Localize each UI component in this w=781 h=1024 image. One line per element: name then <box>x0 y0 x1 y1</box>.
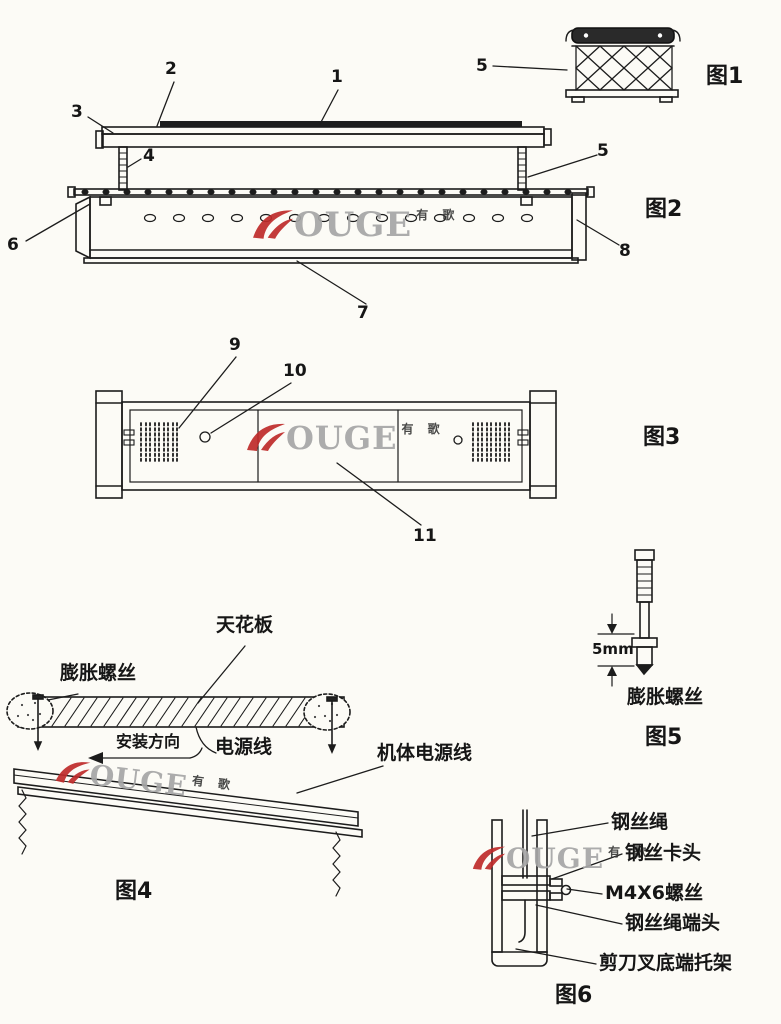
fig6-bracket <box>491 809 572 967</box>
fig1-caption: 图1 <box>706 64 744 89</box>
youge-swoosh-icon <box>55 762 91 784</box>
fig5-dimension-marks <box>597 613 635 687</box>
fig4-label-expansion-screw: 膨胀螺丝 <box>60 662 137 684</box>
fig5-screw <box>631 549 658 676</box>
fig2-callout-1: 1 <box>331 67 343 87</box>
fig6-callout-lines <box>515 822 623 965</box>
youge-watermark: OUGE 有 歌 <box>246 418 445 457</box>
fig4-label-body-power-cord: 机体电源线 <box>377 742 473 764</box>
fig3-callout-11: 11 <box>413 526 437 546</box>
youge-watermark: OUGE 有 歌 <box>252 205 460 246</box>
fig2-callout-6: 6 <box>7 235 19 255</box>
fig3-callout-lines <box>178 356 422 526</box>
fig5-caption: 图5 <box>645 725 683 750</box>
fig2-callout-2: 2 <box>165 59 177 79</box>
fig2-callout-8: 8 <box>619 241 631 261</box>
fig6-label-scissor-bottom-bracket: 剪刀叉底端托架 <box>599 952 733 974</box>
fig4-label-ceiling: 天花板 <box>216 614 274 636</box>
youge-brand-text: OUGE <box>506 842 605 876</box>
fig5-dimension-5mm: 5mm <box>592 640 634 658</box>
youge-brand-text: OUGE <box>294 205 413 246</box>
fig4-label-power-cord: 电源线 <box>215 736 273 758</box>
fig6-label-m4x6-screw: M4X6螺丝 <box>605 882 703 904</box>
fig3-callout-10: 10 <box>283 361 307 381</box>
fig4-tilted-body <box>13 768 363 897</box>
fig2-legs <box>118 146 527 191</box>
fig2-callout-lines <box>25 81 620 305</box>
fig2-callout-3: 3 <box>71 102 83 122</box>
youge-brand-cn: 有 歌 <box>608 845 652 859</box>
youge-swoosh-icon <box>472 846 506 870</box>
fig6-caption: 图6 <box>555 983 593 1008</box>
fig2-top-panel <box>95 121 552 149</box>
youge-watermark: OUGE 有 歌 <box>472 842 652 876</box>
fig2-base-unit <box>67 186 595 264</box>
fig3-callout-9: 9 <box>229 335 241 355</box>
youge-brand-cn: 有 歌 <box>401 422 445 436</box>
youge-brand-cn: 有 歌 <box>416 208 460 222</box>
fig4-annotation-lines <box>88 645 384 794</box>
youge-brand-text: OUGE <box>286 418 398 457</box>
fig4-label-install-direction: 安装方向 <box>116 732 181 751</box>
fig1-scissor-unit <box>492 27 681 103</box>
youge-swoosh-icon <box>253 210 293 239</box>
fig3-caption: 图3 <box>643 425 681 450</box>
fig1-callout-5: 5 <box>476 56 488 76</box>
fig3-panel <box>95 390 557 499</box>
youge-watermark: OUGE 有 歌 <box>55 755 236 805</box>
fig6-label-wire-rope: 钢丝绳 <box>611 811 669 833</box>
fig6-label-wire-rope-end: 钢丝绳端头 <box>625 912 721 934</box>
youge-swoosh-icon <box>247 423 285 451</box>
fig6-label-wire-clamp: 钢丝卡头 <box>625 842 702 864</box>
fig5-label-expansion-screw: 膨胀螺丝 <box>627 686 704 708</box>
fig2-callout-7: 7 <box>357 303 369 323</box>
fig2-callout-5: 5 <box>597 141 609 161</box>
fig4-caption: 图4 <box>115 879 153 904</box>
fig4-ceiling <box>6 692 351 755</box>
fig2-callout-4: 4 <box>143 146 155 166</box>
fig2-caption: 图2 <box>645 197 683 222</box>
